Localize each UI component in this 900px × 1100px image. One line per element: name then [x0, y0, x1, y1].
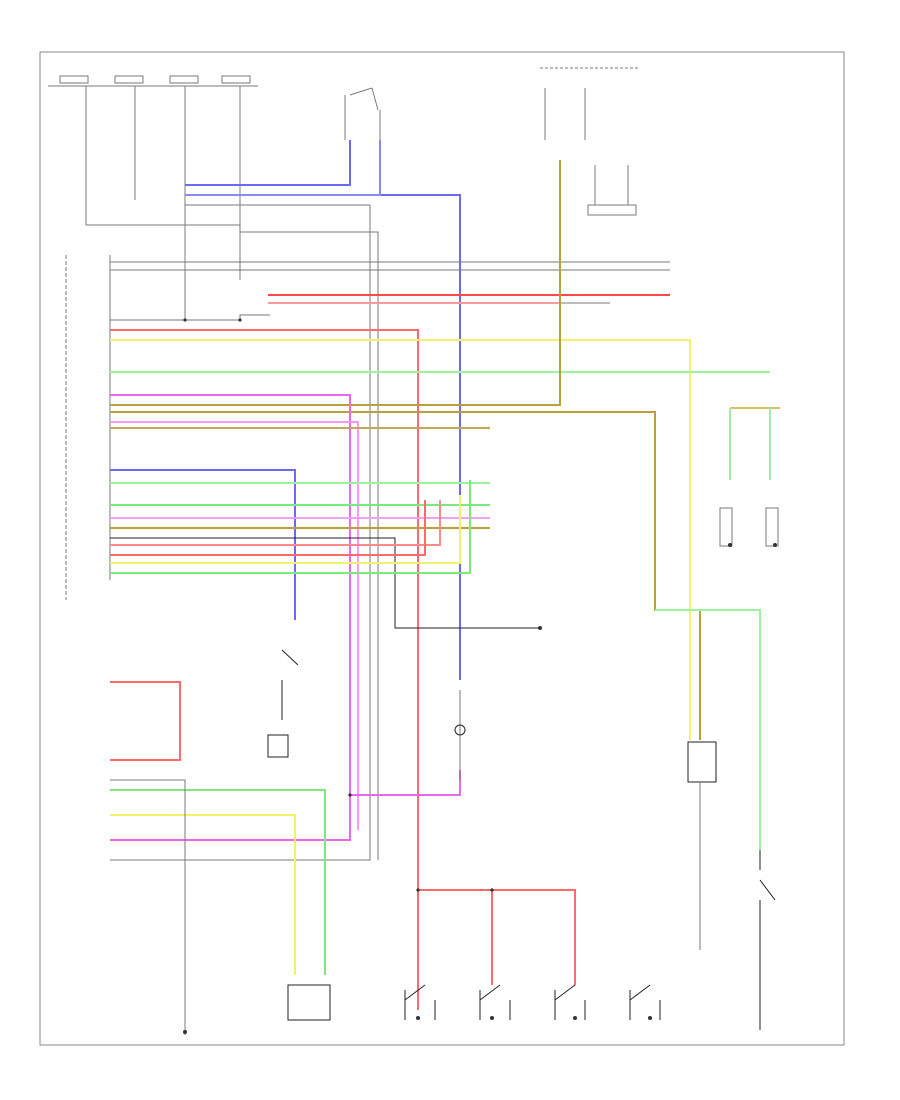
wire-red-2 [110, 500, 441, 546]
wire-blue-mid [110, 469, 296, 620]
lamp-left [719, 507, 733, 547]
component-right-bottom [687, 741, 776, 1030]
wire-green-4 [110, 480, 471, 574]
wire-blue-top [110, 140, 461, 861]
wire-olive-1 [110, 160, 561, 406]
wire-gray-1 [86, 224, 379, 860]
wire-red [110, 294, 670, 1010]
wire-gray-4 [110, 314, 270, 321]
ground-markers [183, 543, 777, 1034]
wire-yellow-2 [110, 495, 461, 564]
wire-magenta-bottom [350, 770, 461, 796]
wire-black-1 [110, 537, 540, 629]
junction-dots [183, 318, 494, 892]
wire-green-right-3 [655, 609, 761, 850]
wire-magenta-1 [110, 394, 351, 841]
component-mid-center [454, 690, 466, 780]
fuse-block [48, 75, 258, 320]
wire-yellow-bottom [110, 814, 296, 975]
wire-yellow-1 [110, 339, 691, 740]
diagram-border [39, 51, 845, 1046]
switch-mid-left [267, 649, 299, 758]
lamp-right [765, 507, 779, 547]
wire-red-branch-1 [418, 889, 576, 985]
switch-symbol [344, 87, 381, 140]
wire-gray-bottom [110, 779, 186, 1035]
wire-olive-2 [110, 411, 701, 740]
wire-red-bottom [110, 681, 181, 761]
wire-red-3 [110, 500, 426, 556]
wire-magenta-2 [110, 421, 359, 830]
component-top-right [540, 67, 640, 216]
switch-row [287, 984, 661, 1021]
wire-green-bottom [110, 789, 326, 975]
